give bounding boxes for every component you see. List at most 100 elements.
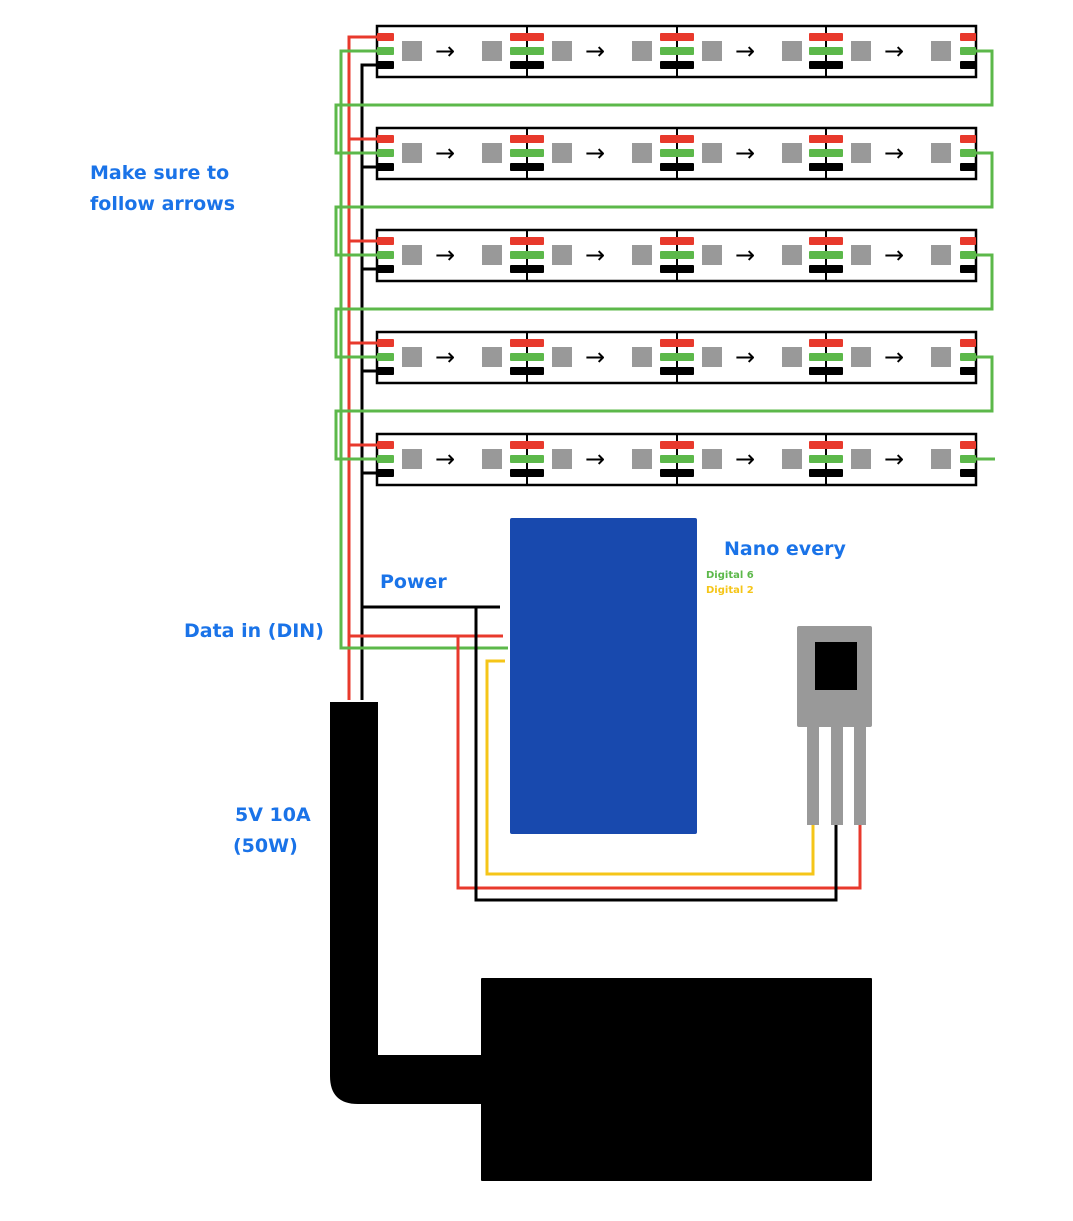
pad-5v (377, 237, 394, 245)
pad-5v (377, 135, 394, 143)
pad-din (660, 47, 694, 55)
power-supply-box (481, 978, 872, 1181)
direction-arrow: → (735, 37, 755, 65)
pad-5v (960, 441, 976, 449)
direction-arrow: → (435, 139, 455, 167)
pad-din (960, 47, 976, 55)
pad-gnd (809, 265, 843, 273)
pad-gnd (377, 61, 394, 69)
led-chip (782, 41, 802, 61)
led-strips: →→→→→→→→→→→→→→→→→→→→ (375, 24, 978, 487)
pad-din (377, 455, 394, 463)
pad-gnd (660, 265, 694, 273)
pad-gnd (377, 469, 394, 477)
wire-data-return (334, 253, 994, 359)
pad-din (660, 149, 694, 157)
pad-gnd (377, 367, 394, 375)
pad-5v (377, 441, 394, 449)
pad-din (960, 149, 976, 157)
pad-5v (510, 339, 544, 347)
led-chip (552, 245, 572, 265)
led-chip (552, 41, 572, 61)
led-chip (851, 143, 871, 163)
pad-5v (660, 339, 694, 347)
led-chip (782, 143, 802, 163)
pad-gnd (809, 469, 843, 477)
led-chip (552, 449, 572, 469)
wire-data-return (334, 355, 994, 461)
pad-5v (377, 33, 394, 41)
pad-5v (510, 441, 544, 449)
pad-5v (809, 339, 843, 347)
pad-din (960, 455, 976, 463)
pad-gnd (377, 163, 394, 171)
pad-gnd (377, 265, 394, 273)
pad-5v (960, 237, 976, 245)
led-chip (482, 143, 502, 163)
pad-5v (510, 33, 544, 41)
pad-5v (960, 135, 976, 143)
direction-arrow: → (735, 343, 755, 371)
pad-din (510, 353, 544, 361)
direction-arrow: → (735, 445, 755, 473)
pad-din (660, 251, 694, 259)
direction-arrow: → (884, 241, 904, 269)
led-strip: →→→→ (375, 432, 978, 487)
direction-arrow: → (435, 343, 455, 371)
pad-gnd (960, 163, 976, 171)
direction-arrow: → (435, 37, 455, 65)
sensor-tab (815, 642, 857, 690)
wire-sensor-5v (456, 636, 862, 890)
direction-arrow: → (884, 37, 904, 65)
psu-label-line2: (50W) (233, 835, 298, 857)
direction-arrow: → (735, 139, 755, 167)
pad-5v (960, 33, 976, 41)
pad-5v (660, 441, 694, 449)
led-chip (632, 41, 652, 61)
direction-arrow: → (884, 343, 904, 371)
wire-gnd-main (360, 63, 377, 700)
pad-5v (809, 237, 843, 245)
pad-din (960, 353, 976, 361)
led-chip (931, 41, 951, 61)
pad-gnd (510, 265, 544, 273)
direction-arrow: → (585, 37, 605, 65)
led-strip: →→→→ (375, 126, 978, 181)
led-chip (702, 245, 722, 265)
wires (334, 35, 995, 902)
led-chip (851, 449, 871, 469)
pad-gnd (809, 367, 843, 375)
pad-din (377, 353, 394, 361)
pad-gnd (510, 61, 544, 69)
pad-gnd (660, 469, 694, 477)
pad-din (660, 353, 694, 361)
pad-din (960, 251, 976, 259)
pad-5v (660, 237, 694, 245)
pad-5v (377, 339, 394, 347)
sensor-leg (807, 727, 819, 825)
pad-din (510, 455, 544, 463)
led-chip (632, 245, 652, 265)
pad-5v (510, 237, 544, 245)
led-strip: → → → → (375, 24, 978, 79)
led-chip (402, 449, 422, 469)
led-chip (702, 143, 722, 163)
direction-arrow: → (585, 139, 605, 167)
led-chip (931, 143, 951, 163)
led-chip (702, 347, 722, 367)
instructions-label-line2: follow arrows (90, 193, 236, 215)
pad-gnd (510, 367, 544, 375)
led-chip (402, 41, 422, 61)
pad-5v (809, 135, 843, 143)
pad-5v (960, 339, 976, 347)
pad-din (809, 455, 843, 463)
led-chip (482, 41, 502, 61)
led-chip (632, 347, 652, 367)
direction-arrow: → (735, 241, 755, 269)
pad-gnd (510, 163, 544, 171)
nano-every-board (510, 518, 697, 834)
pad-din (809, 251, 843, 259)
direction-arrow: → (435, 445, 455, 473)
led-chip (632, 449, 652, 469)
